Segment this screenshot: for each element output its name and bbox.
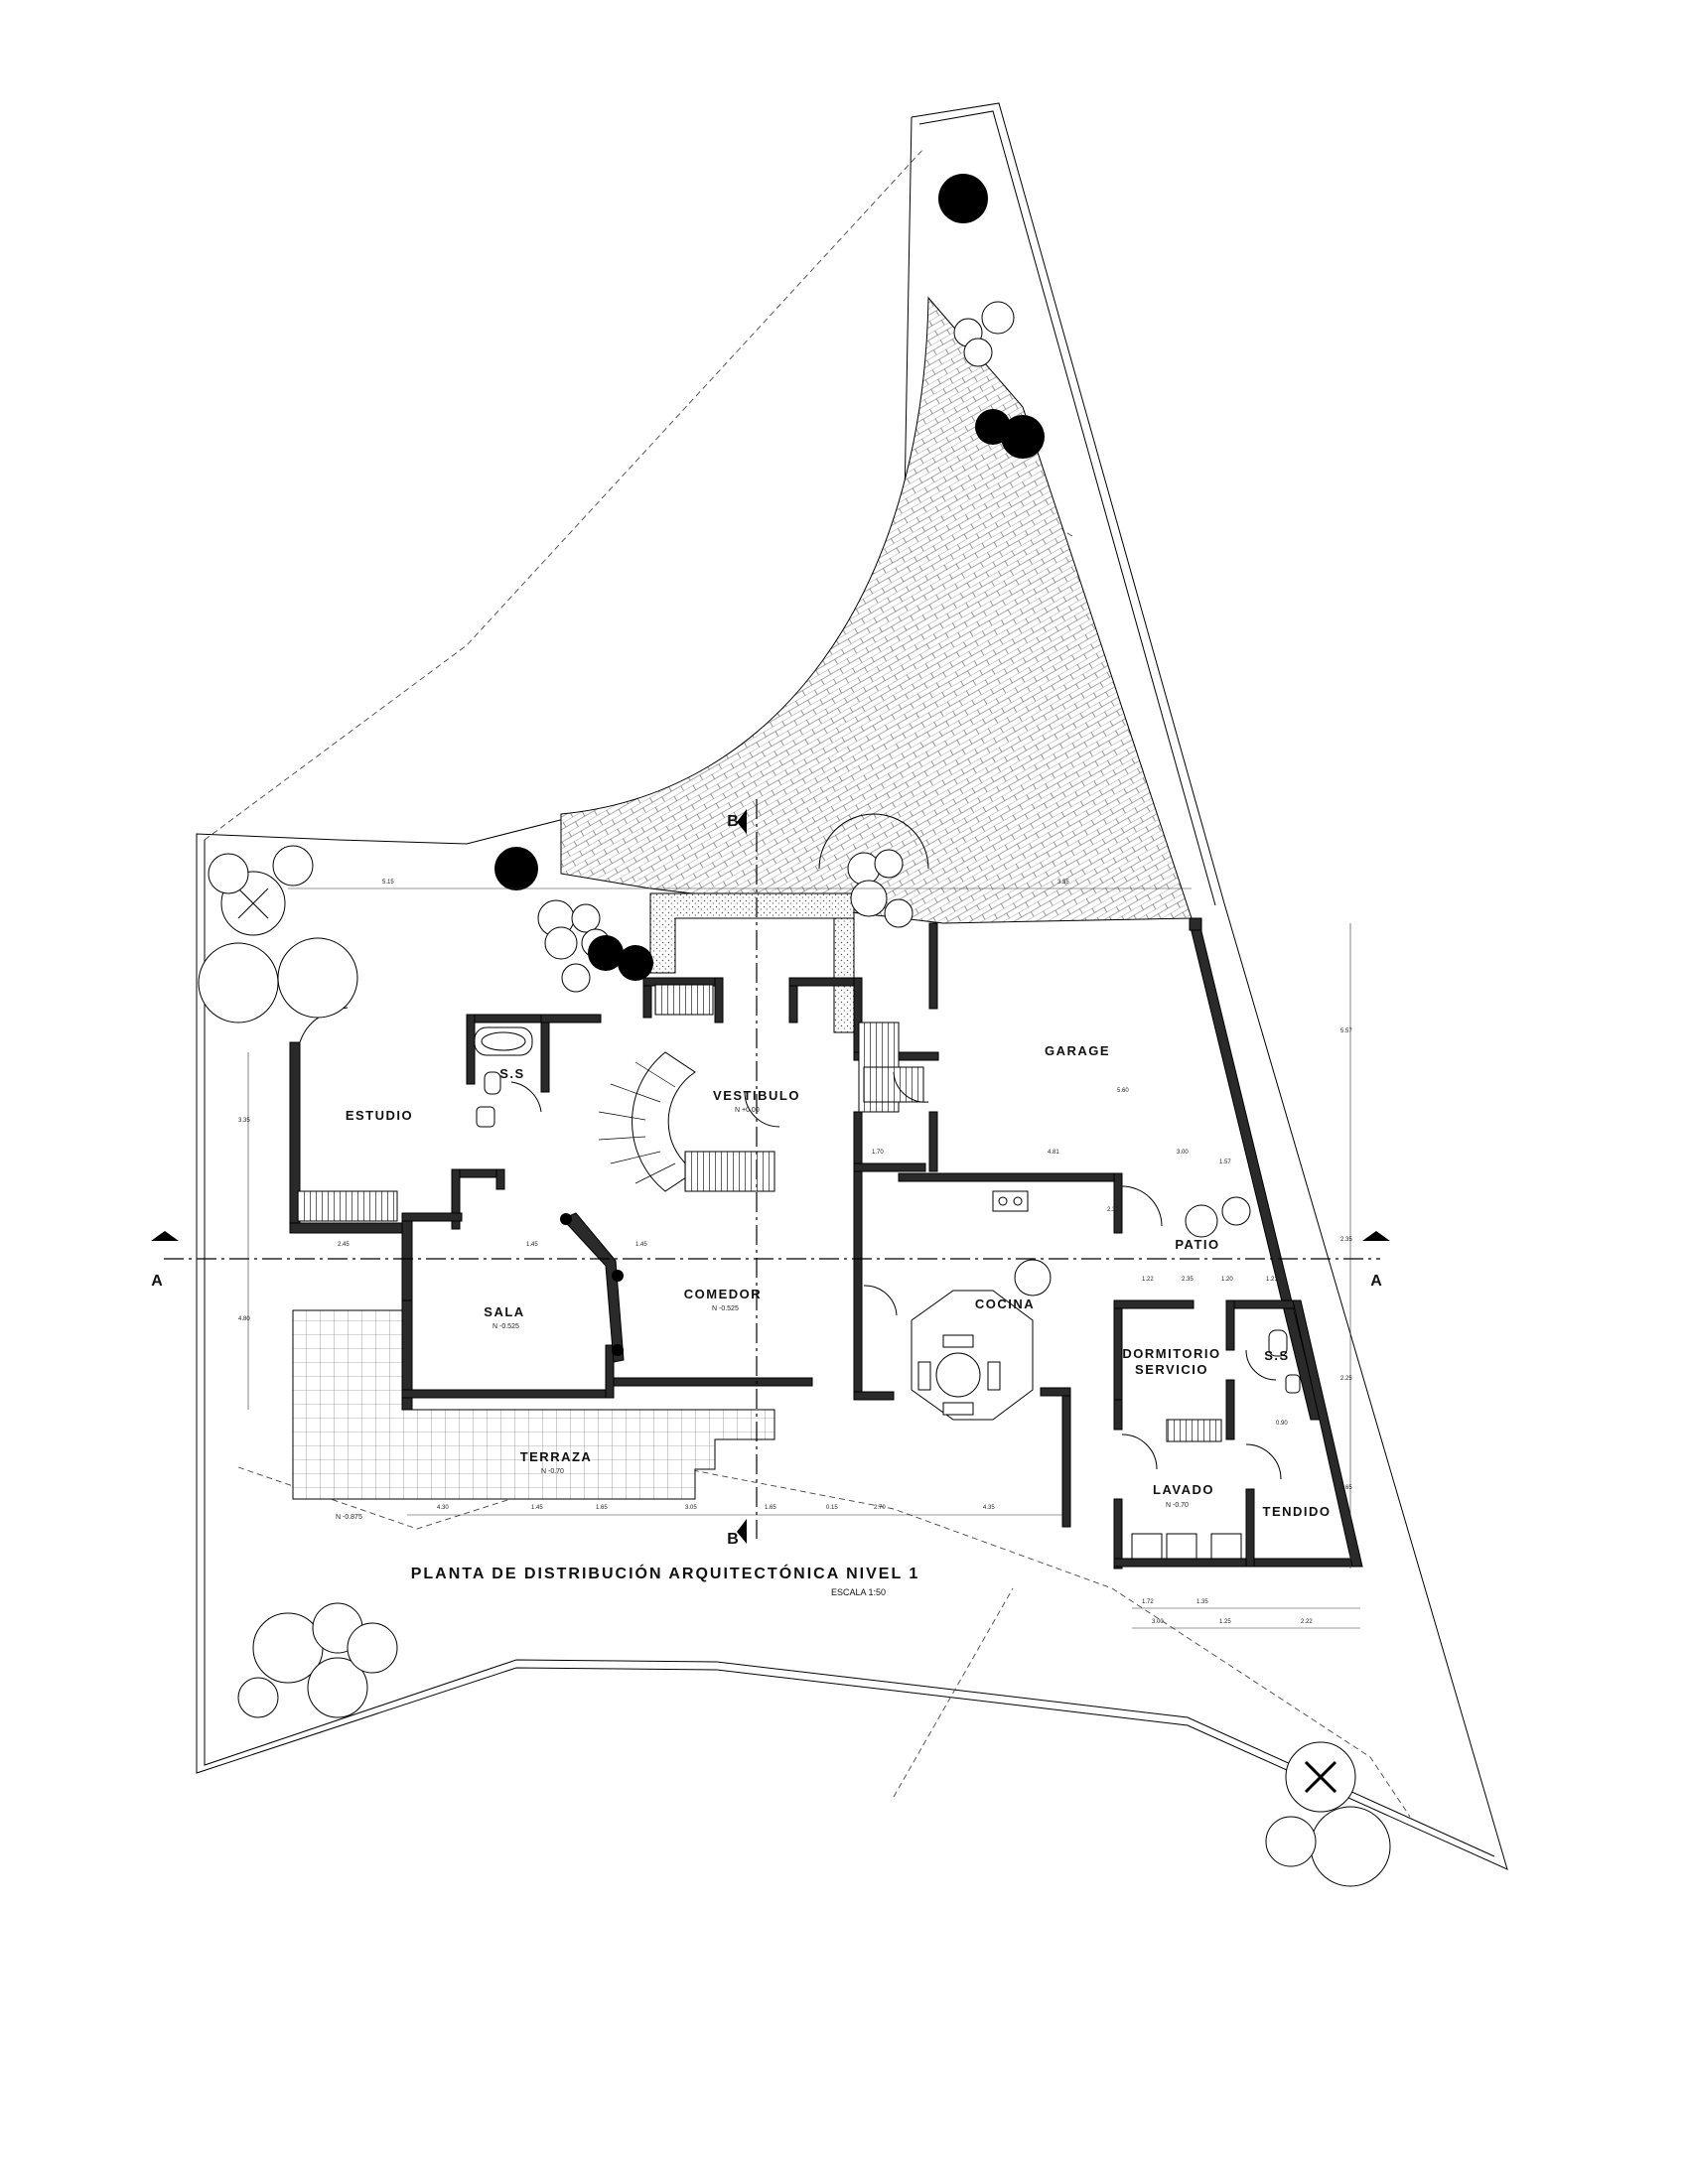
dimension-label: 1.35: [1196, 1599, 1208, 1605]
dimension-label: 5.15: [382, 880, 394, 886]
dimension-label: 2.25: [1340, 1376, 1352, 1382]
section-a-right: A: [1370, 1273, 1382, 1290]
spiral-stair: [598, 1051, 775, 1192]
dimension-label: 1.45: [635, 1242, 647, 1248]
dimension-label: 3.35: [1057, 880, 1069, 886]
dimension-label: 4.80: [238, 1316, 250, 1322]
dimension-label: 4.30: [437, 1505, 449, 1511]
dimension-label: 1.20: [1221, 1277, 1233, 1283]
room-comedor: COMEDOR: [684, 1287, 762, 1301]
room-tendido: TENDIDO: [1263, 1504, 1332, 1519]
dimension-label: 2.70: [874, 1505, 886, 1511]
level-vestibulo: N +0.00: [735, 1107, 760, 1114]
dimension-label: 3.05: [685, 1505, 697, 1511]
dimension-label: 1.45: [526, 1242, 538, 1248]
level-terraza: N -0.70: [541, 1468, 564, 1475]
room-patio: PATIO: [1175, 1237, 1219, 1252]
dimension-label: 1.65: [765, 1505, 776, 1511]
dimension-label: 2.35: [1340, 1237, 1352, 1243]
dimension-label: 4.35: [983, 1505, 995, 1511]
dimension-lines: [247, 887, 1360, 1629]
section-line-b: [737, 799, 758, 1544]
bathroom-fixtures: [474, 1026, 1301, 1394]
terrace-floor: [292, 1309, 775, 1500]
level-lavado: N -0.70: [1166, 1502, 1189, 1509]
door-swings: [510, 1071, 1282, 1480]
dimension-label: 2.65: [1340, 1485, 1352, 1491]
dimension-label: 2.22: [1301, 1619, 1313, 1625]
level-sala: N -0.525: [492, 1323, 519, 1330]
dimension-label: 5.57: [1340, 1028, 1352, 1034]
room-dormitorio-line2: SERVICIO: [1135, 1362, 1208, 1377]
dimension-label: 1.65: [596, 1505, 608, 1511]
room-vestibulo: VESTIBULO: [713, 1088, 800, 1103]
room-lavado: LAVADO: [1153, 1482, 1214, 1497]
section-a-left: A: [151, 1273, 163, 1290]
dimension-label: 1.70: [872, 1150, 884, 1156]
room-dormitorio-line1: DORMITORIO: [1122, 1346, 1220, 1361]
dimension-label: 1.57: [1219, 1160, 1231, 1165]
dimension-label: 2.45: [338, 1242, 350, 1248]
room-labels: GARAGE VESTIBULO ESTUDIO S.S SALA COMEDO…: [346, 1043, 1332, 1519]
dimension-label: 1.21: [1266, 1277, 1278, 1283]
room-garage: GARAGE: [1045, 1043, 1110, 1058]
estudio-stair: [297, 1190, 398, 1222]
trees: [198, 301, 1391, 1887]
dimension-label: 3.00: [1177, 1150, 1189, 1156]
room-estudio: ESTUDIO: [346, 1108, 413, 1123]
dimension-label: 2.35: [1182, 1277, 1194, 1283]
room-ss1: S.S: [499, 1066, 524, 1081]
dimension-label: 3.35: [238, 1118, 250, 1124]
dark-shrubs: [494, 174, 1045, 981]
dimension-labels: 5.15 3.35 4.30 1.45 1.65 3.05 1.65 0.15 …: [238, 880, 1352, 1625]
service-stair: [1166, 1419, 1222, 1442]
dimension-label: 1.72: [1142, 1599, 1154, 1605]
dimension-label: 1.45: [531, 1505, 543, 1511]
level-exterior: N -0.875: [336, 1514, 362, 1521]
dimension-label: 0.15: [826, 1505, 838, 1511]
level-comedor: N -0.525: [712, 1305, 739, 1312]
room-ss2: S.S: [1264, 1348, 1289, 1363]
dimension-label: 0.90: [1276, 1421, 1288, 1427]
dimension-label: 1.25: [1219, 1619, 1231, 1625]
paved-driveway: [560, 296, 1193, 924]
room-terraza: TERRAZA: [520, 1449, 593, 1464]
dimension-label: 5.60: [1117, 1088, 1129, 1094]
section-b-bottom: B: [727, 1531, 739, 1548]
plan-scale: ESCALA 1:50: [831, 1587, 886, 1597]
section-line-a: [151, 1231, 1390, 1260]
plan-title: PLANTA DE DISTRIBUCIÓN ARQUITECTÓNICA NI…: [411, 1564, 920, 1582]
dimension-label: 4.81: [1048, 1150, 1059, 1156]
dimension-label: 3.00: [1152, 1619, 1164, 1625]
entry-stair: [654, 984, 714, 1016]
kitchen-table: [911, 1190, 1052, 1421]
room-sala: SALA: [484, 1304, 524, 1319]
gravel-planter: [649, 892, 855, 974]
section-b-top: B: [727, 813, 739, 830]
room-cocina: COCINA: [975, 1297, 1035, 1311]
level-markers: N +0.00 N -0.525 N -0.525 N -0.70 N -0.8…: [336, 1107, 1189, 1521]
dimension-label: 1.22: [1142, 1277, 1154, 1283]
dimension-label: 2.37: [1107, 1207, 1119, 1213]
